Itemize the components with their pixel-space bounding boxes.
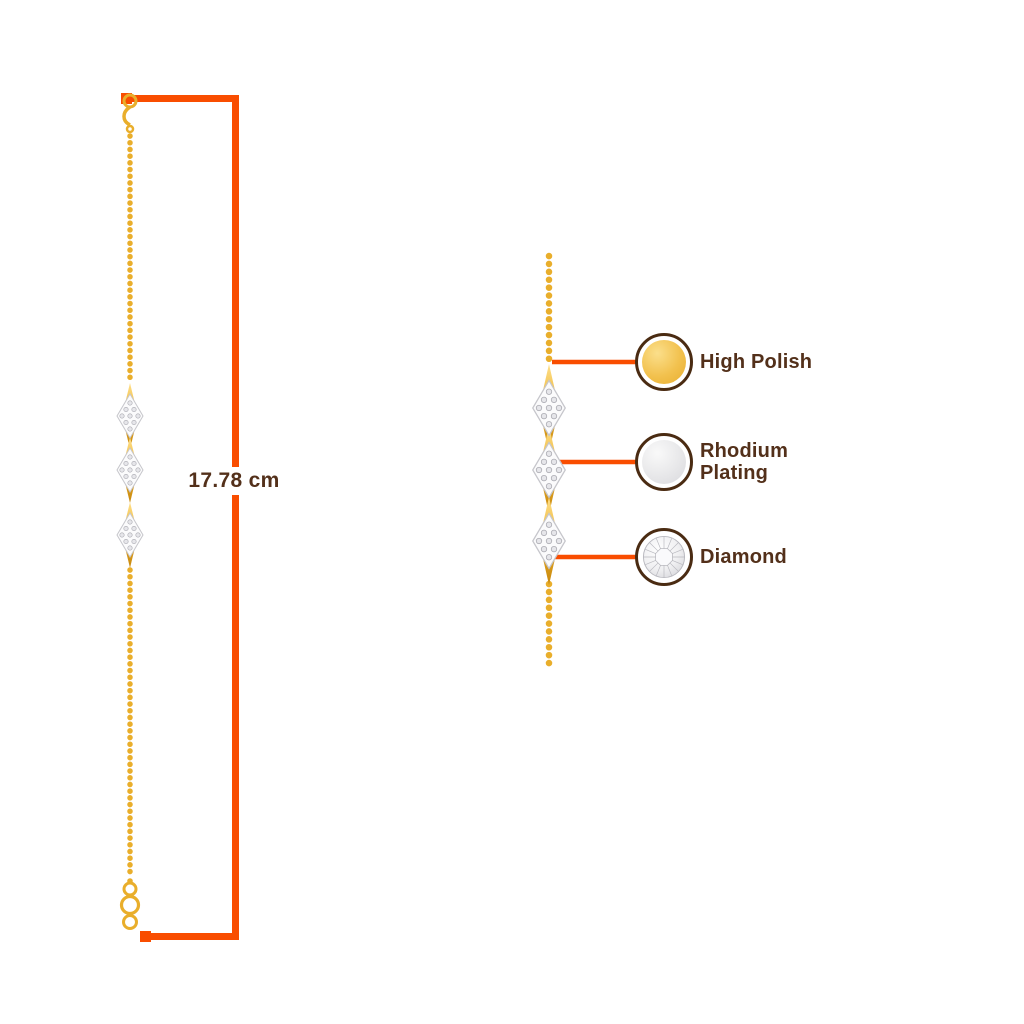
diamond-ornaments (116, 383, 144, 568)
zoom-diamond-ornaments (532, 364, 566, 585)
rhodium-plating-label: Rhodium Plating (700, 440, 789, 484)
diamond-swatch-icon (635, 528, 693, 586)
gold-disc-icon (642, 340, 686, 384)
bracelet-zoom-view (532, 252, 566, 672)
high-polish-label: High Polish (700, 351, 813, 373)
diamond-gem-icon (642, 535, 686, 579)
diamond-label: Diamond (700, 546, 787, 568)
measurement-label: 17.78 cm (182, 467, 286, 495)
measurement-bracket (121, 93, 239, 942)
silver-disc-icon (642, 440, 686, 484)
rhodium-plating-swatch-icon (635, 433, 693, 491)
callout-lines (552, 359, 636, 560)
high-polish-swatch-icon (635, 333, 693, 391)
bracelet-front-view (116, 93, 144, 930)
clasp-icon (122, 93, 138, 134)
end-rings (119, 878, 141, 930)
